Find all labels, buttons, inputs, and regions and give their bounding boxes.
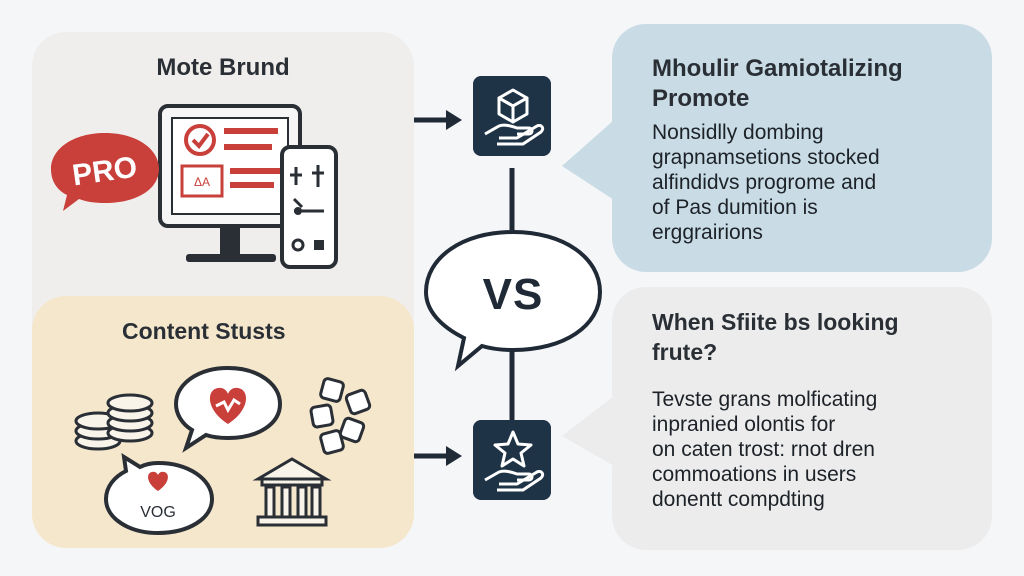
vog-bubble-icon: VOG [103,453,215,536]
promote-panel-title: Mhoulir Gamiotalizing Promote [652,54,972,114]
promote-title-line: Mhoulir Gamiotalizing [652,55,903,82]
cube-hand-icon-box [473,76,551,156]
pro-badge-icon: PRO [51,133,159,211]
phone-icon [280,145,338,269]
vs-bubble [423,229,603,372]
promote-body-line: Nonsidlly dombing [652,121,824,144]
coins-icon [74,393,154,451]
arrow-right-icon [412,446,462,466]
promote-body-line: grapnamsetions stocked [652,146,880,169]
question-panel: When Sfiite bs looking frute? Tevste gra… [612,287,992,550]
heart-bubble-icon [173,365,283,453]
question-body-line: inpranied olontis for [652,413,836,436]
question-panel-tail [562,396,614,466]
promote-body-line: of Pas dumition is [652,196,818,219]
star-hand-icon-box [473,420,551,500]
question-body-line: donentt compdting [652,488,825,511]
promote-panel-tail [562,120,614,200]
question-body-line: Tevste grans molficating [652,388,878,411]
promote-title-line: Promote [652,85,750,112]
content-panel-title: Content Stusts [122,318,286,344]
promote-panel-body: Nonsidlly dombing grapnamsetions stocked… [652,120,982,245]
brand-panel-title: Mote Brund [156,54,290,81]
arrow-right-icon [412,110,462,130]
svg-text:ΔA: ΔA [194,175,210,189]
question-body-line: commoations in users [652,463,857,486]
promote-body-line: alfindidvs progrome and [652,171,877,194]
question-title-line: frute? [652,339,718,365]
star-hand-icon [484,430,545,492]
promote-body-line: erggrairions [652,221,763,244]
vs-label: VS [482,270,544,319]
vog-bubble-label: VOG [140,504,176,521]
dice-icon [309,377,372,455]
question-panel-body: Tevste grans molficating inpranied olont… [652,387,982,512]
question-panel-title: When Sfiite bs looking frute? [652,307,972,367]
question-body-line: on caten trost: rnot dren [652,438,875,461]
cube-hand-icon [484,88,545,146]
bank-icon [252,457,332,527]
promote-panel: Mhoulir Gamiotalizing Promote Nonsidlly … [612,24,992,272]
monitor-icon: ΔA [158,104,302,262]
question-title-line: When Sfiite bs looking [652,309,899,335]
